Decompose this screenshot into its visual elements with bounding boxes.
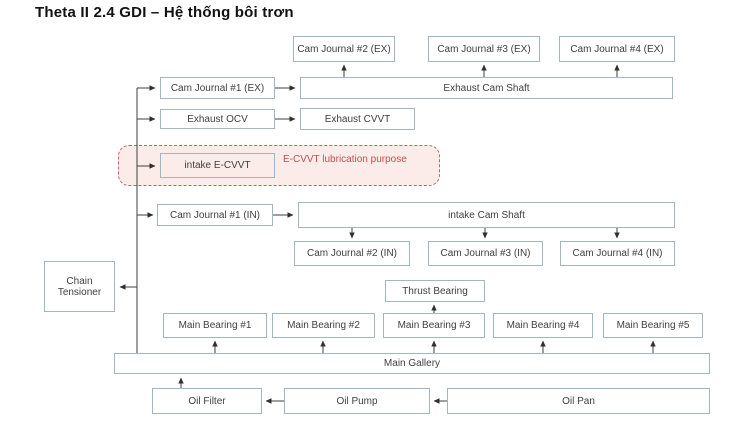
node-main-bearing-5: Main Bearing #5 <box>603 313 703 338</box>
node-intake-cam-shaft: intake Cam Shaft <box>298 202 675 228</box>
node-exhaust-ocv: Exhaust OCV <box>160 109 275 129</box>
node-exhaust-cvvt: Exhaust CVVT <box>300 108 415 130</box>
node-intake-e-cvvt: intake E-CVVT <box>160 153 275 178</box>
node-oil-filter: Oil Filter <box>152 388 262 414</box>
node-main-bearing-4: Main Bearing #4 <box>493 313 593 338</box>
node-main-bearing-3: Main Bearing #3 <box>383 313 485 338</box>
node-cam-journal-1-in: Cam Journal #1 (IN) <box>157 204 273 226</box>
node-cam-journal-3-in: Cam Journal #3 (IN) <box>428 241 543 266</box>
node-thrust-bearing: Thrust Bearing <box>385 280 485 302</box>
node-cam-journal-1-ex: Cam Journal #1 (EX) <box>160 77 275 99</box>
node-cam-journal-2-ex: Cam Journal #2 (EX) <box>293 36 395 62</box>
node-cam-journal-2-in: Cam Journal #2 (IN) <box>294 241 410 266</box>
node-cam-journal-4-ex: Cam Journal #4 (EX) <box>559 36 675 62</box>
node-oil-pan: Oil Pan <box>447 388 710 414</box>
node-main-bearing-2: Main Bearing #2 <box>272 313 375 338</box>
node-chain-tensioner: Chain Tensioner <box>44 261 115 312</box>
node-cam-journal-4-in: Cam Journal #4 (IN) <box>560 241 675 266</box>
node-exhaust-cam-shaft: Exhaust Cam Shaft <box>300 77 673 99</box>
node-cam-journal-3-ex: Cam Journal #3 (EX) <box>428 36 540 62</box>
node-oil-pump: Oil Pump <box>284 388 430 414</box>
e-cvvt-annotation: E-CVVT lubrication purpose <box>283 154 407 165</box>
node-main-bearing-1: Main Bearing #1 <box>163 313 267 338</box>
node-main-gallery: Main Gallery <box>114 353 710 374</box>
page-title: Theta II 2.4 GDI – Hệ thống bôi trơn <box>35 4 294 21</box>
